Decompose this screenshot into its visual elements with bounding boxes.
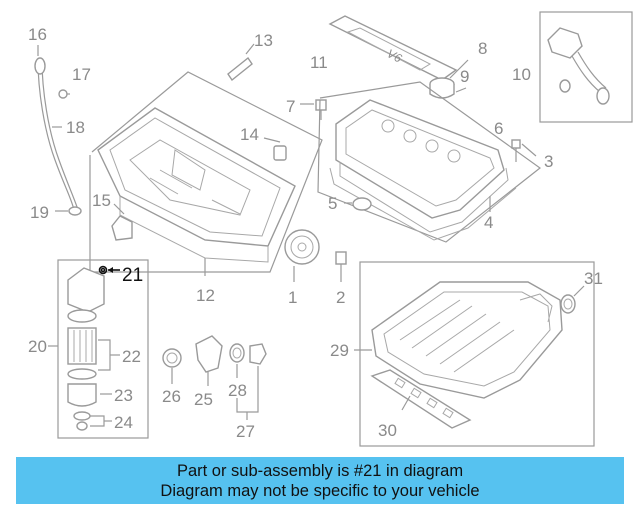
small-parts-25-28 bbox=[162, 335, 267, 420]
oil-filter-box bbox=[48, 259, 149, 439]
part-13 bbox=[227, 43, 255, 82]
callout-2: 2 bbox=[336, 288, 345, 307]
callout-11: 11 bbox=[310, 53, 328, 72]
callout-20: 20 bbox=[28, 337, 47, 356]
banner-line-1: Part or sub-assembly is #21 in diagram bbox=[176, 462, 464, 480]
callout-7: 7 bbox=[286, 97, 295, 116]
callout-3: 3 bbox=[544, 152, 553, 171]
callout-22: 22 bbox=[122, 347, 141, 366]
callout-16: 16 bbox=[28, 25, 47, 44]
callout-5: 5 bbox=[328, 194, 337, 213]
callout-25: 25 bbox=[194, 390, 213, 409]
callout-1: 1 bbox=[288, 288, 297, 307]
callout-26: 26 bbox=[162, 387, 181, 406]
callout-12: 12 bbox=[196, 286, 215, 305]
intake-manifold-box bbox=[354, 261, 595, 447]
callout-19: 19 bbox=[30, 203, 49, 222]
info-banner: Part or sub-assembly is #21 in diagram D… bbox=[16, 457, 624, 504]
pulley-bolt bbox=[335, 251, 347, 282]
dipstick-assembly bbox=[34, 45, 82, 216]
banner-line-2: Diagram may not be specific to your vehi… bbox=[160, 482, 480, 500]
callout-4: 4 bbox=[484, 213, 493, 232]
callout-6: 6 bbox=[494, 119, 503, 138]
callout-24: 24 bbox=[114, 413, 133, 432]
callout-8: 8 bbox=[478, 39, 487, 58]
callout-17: 17 bbox=[72, 65, 91, 84]
oil-pan-assembly bbox=[89, 71, 323, 276]
callout-28: 28 bbox=[228, 381, 247, 400]
part-7-bolt bbox=[300, 99, 327, 120]
part-21-highlight bbox=[98, 265, 120, 275]
callout-30: 30 bbox=[378, 421, 397, 440]
callout-14: 14 bbox=[240, 125, 259, 144]
callout-21: 21 bbox=[122, 265, 143, 286]
callout-31: 31 bbox=[584, 269, 603, 288]
oil-filler-cap bbox=[429, 59, 469, 99]
callout-labels: 1 2 3 4 5 6 7 8 9 10 11 12 13 14 15 16 1… bbox=[28, 25, 603, 441]
callout-23: 23 bbox=[114, 386, 133, 405]
valve-cover-assembly bbox=[317, 81, 541, 243]
callout-10: 10 bbox=[512, 65, 531, 84]
breather-hose-box bbox=[539, 11, 633, 123]
crank-pulley bbox=[284, 229, 320, 282]
engine-cover: V6 bbox=[328, 15, 458, 81]
callout-29: 29 bbox=[330, 341, 349, 360]
callout-27: 27 bbox=[236, 422, 255, 441]
callout-13: 13 bbox=[254, 31, 273, 50]
callout-18: 18 bbox=[66, 118, 85, 137]
callout-15: 15 bbox=[92, 191, 111, 210]
cover-logo-text: V6 bbox=[385, 46, 405, 65]
callout-9: 9 bbox=[460, 67, 469, 86]
